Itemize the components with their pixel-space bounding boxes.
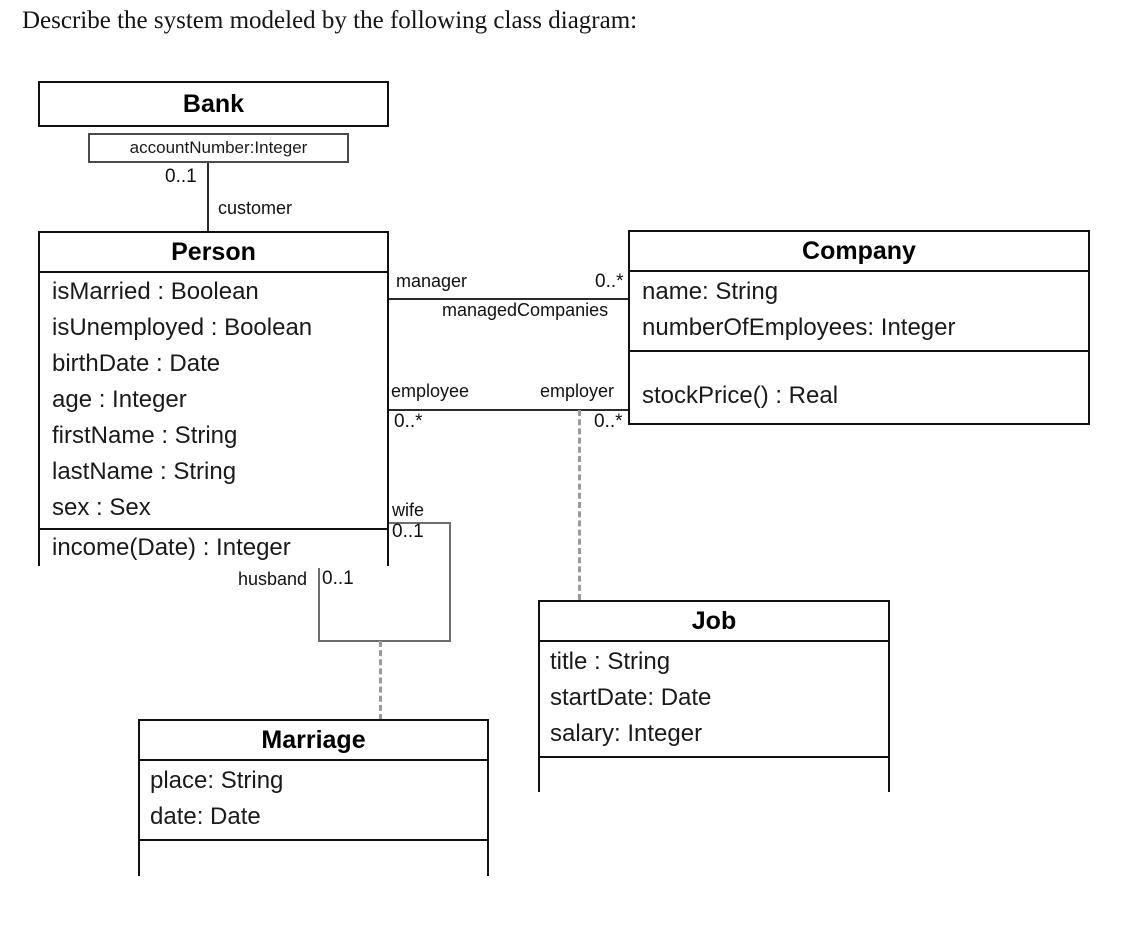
class-operations-compartment [540, 756, 888, 794]
attribute-number-of-employees: numberOfEmployees: Integer [642, 314, 956, 341]
class-name-person: Person [171, 238, 256, 266]
assoc-label-wife: wife [392, 500, 425, 520]
class-title-compartment: Company [630, 232, 1088, 270]
attribute-account-number: accountNumber:Integer [129, 138, 308, 157]
multiplicity-employee: 0..* [394, 411, 423, 432]
attribute-sex: sex : Sex [52, 494, 151, 521]
connector-marriage-loop-bottom [318, 640, 451, 642]
class-name-company: Company [802, 237, 916, 265]
multiplicity-husband: 0..1 [322, 568, 354, 589]
connector-bank-person [207, 163, 209, 233]
attribute-name: name: String [642, 278, 779, 305]
attribute-start-date: startDate: Date [550, 684, 712, 711]
attribute-birth-date: birthDate : Date [52, 350, 221, 377]
connector-person-company-manager [389, 298, 629, 300]
connector-marriage-loop-right [449, 522, 451, 642]
multiplicity-bank-customer: 0..1 [165, 166, 197, 187]
class-name-job: Job [691, 607, 737, 635]
multiplicity-employer: 0..* [594, 411, 623, 432]
attribute-place: place: String [150, 767, 284, 794]
connector-marriage-class-dashed [379, 641, 382, 720]
uml-class-bank[interactable]: Bank [38, 81, 389, 127]
class-name-marriage: Marriage [261, 726, 366, 754]
operation-stock-price: stockPrice() : Real [642, 382, 839, 409]
class-title-compartment: Person [40, 233, 387, 271]
multiplicity-wife: 0..1 [392, 521, 424, 542]
attribute-date: date: Date [150, 803, 261, 830]
attribute-is-married: isMarried : Boolean [52, 278, 259, 305]
class-attributes-compartment: place: String date: Date [140, 759, 487, 839]
uml-class-person[interactable]: Person isMarried : Boolean isUnemployed … [38, 231, 389, 568]
class-attributes-compartment: isMarried : Boolean isUnemployed : Boole… [40, 271, 387, 528]
assoc-label-employer: employer [540, 381, 615, 401]
attribute-is-unemployed: isUnemployed : Boolean [52, 314, 313, 341]
assoc-label-husband: husband [238, 569, 308, 589]
attribute-title: title : String [550, 648, 671, 675]
assoc-label-employee: employee [391, 381, 470, 401]
connector-employment-job-dashed [578, 410, 581, 600]
connector-marriage-loop-left [318, 566, 320, 642]
class-name-bank: Bank [182, 90, 245, 118]
class-attributes-compartment: title : String startDate: Date salary: I… [540, 640, 888, 756]
class-operations-compartment: stockPrice() : Real [630, 350, 1088, 414]
attribute-age: age : Integer [52, 386, 187, 413]
uml-class-company[interactable]: Company name: String numberOfEmployees: … [628, 230, 1090, 425]
class-operations-compartment: income(Date) : Integer [40, 528, 387, 568]
assoc-label-customer: customer [218, 198, 293, 218]
multiplicity-manager: 0..* [595, 271, 624, 292]
assoc-label-managed-companies: managedCompanies [442, 300, 609, 320]
page-title: Describe the system modeled by the follo… [22, 7, 638, 34]
class-attributes-compartment: name: String numberOfEmployees: Integer [630, 270, 1088, 350]
attribute-first-name: firstName : String [52, 422, 238, 449]
assoc-label-manager: manager [396, 271, 468, 291]
uml-class-marriage[interactable]: Marriage place: String date: Date [138, 719, 489, 876]
class-title-compartment: Marriage [140, 721, 487, 759]
operation-income: income(Date) : Integer [52, 534, 291, 561]
class-title-compartment: Bank [40, 83, 387, 125]
connector-person-company-employment [389, 409, 629, 411]
class-title-compartment: Job [540, 602, 888, 640]
attribute-last-name: lastName : String [52, 458, 237, 485]
uml-class-job[interactable]: Job title : String startDate: Date salar… [538, 600, 890, 794]
attribute-salary: salary: Integer [550, 720, 703, 747]
class-operations-compartment [140, 839, 487, 876]
uml-attribute-box-account-number[interactable]: accountNumber:Integer [88, 133, 349, 163]
connector-marriage-loop-top [389, 522, 451, 524]
